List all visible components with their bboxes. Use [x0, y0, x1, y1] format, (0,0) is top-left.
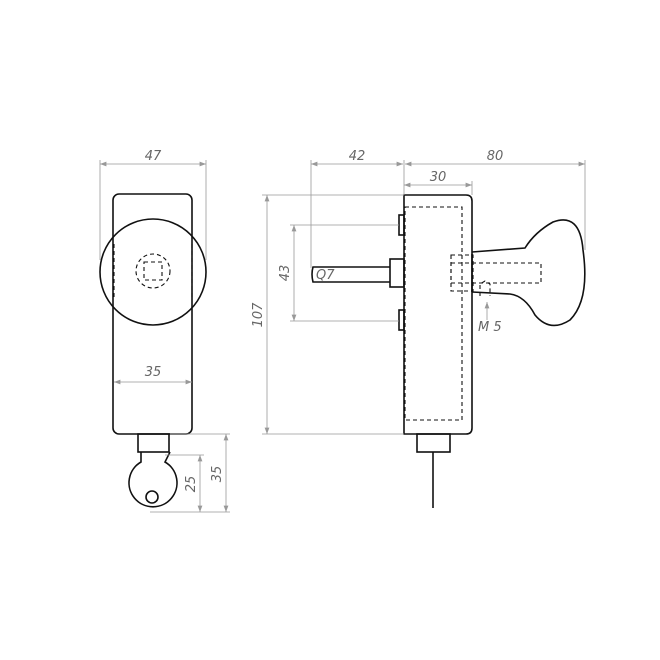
dim-35-key: 35 — [210, 466, 225, 483]
knob-face — [99, 218, 207, 326]
key-hole — [145, 490, 159, 504]
thread-label: M 5 — [478, 320, 502, 335]
spindle-label: Q7 — [316, 268, 335, 283]
dim-43: 43 — [278, 265, 293, 282]
lock-collar — [137, 433, 170, 453]
front-view: 47 35 35 25 — [99, 149, 230, 513]
front-body — [112, 193, 193, 435]
side-view: Q7 M 5 42 80 30 107 43 — [251, 149, 586, 508]
knob — [471, 219, 586, 327]
dim-35-body: 35 — [145, 365, 162, 380]
dim-47: 47 — [145, 149, 162, 164]
dim-30: 30 — [430, 170, 447, 185]
hidden-hub — [135, 253, 171, 289]
key — [128, 451, 178, 508]
dim-42: 42 — [349, 149, 366, 164]
dim-80: 80 — [487, 149, 504, 164]
dim-25-key: 25 — [184, 476, 199, 493]
spindle — [311, 266, 390, 283]
dim-107: 107 — [251, 302, 266, 328]
side-body — [403, 194, 473, 435]
hidden-square — [143, 261, 163, 281]
